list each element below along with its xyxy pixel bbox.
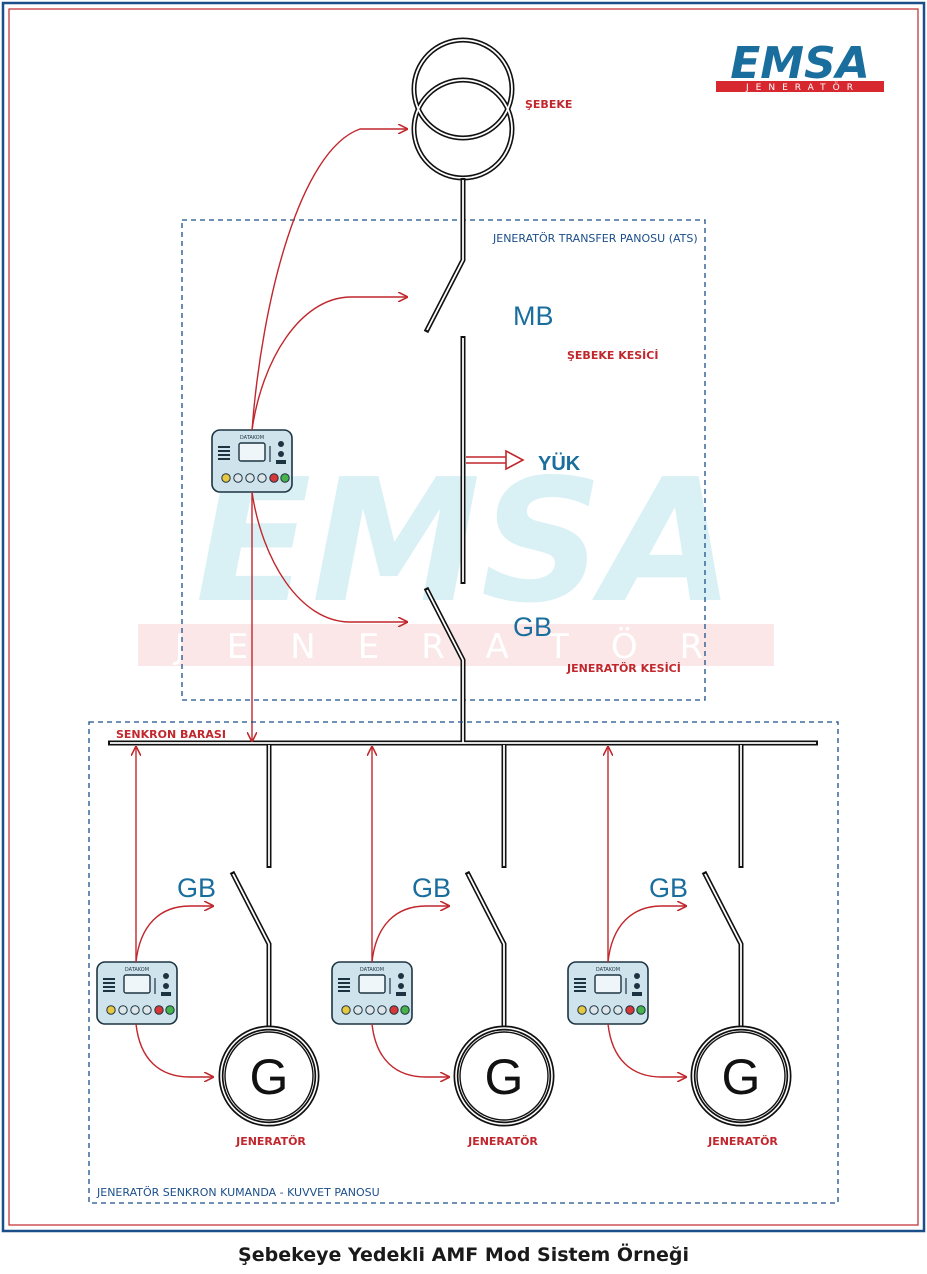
mains-breaker-label: ŞEBEKE KESİCİ [567,348,658,362]
outer-frame-red [8,8,919,1226]
load-arrow-icon [466,449,525,471]
gen2-symbol: G [485,1049,524,1105]
gen-breaker-label: JENERATÖR KESİCİ [566,661,681,675]
gen3-controller-icon [567,961,649,1025]
generator-unit-1: G GB JENERATÖR [96,747,320,1148]
sync-panel-frame [88,721,839,1204]
gen2-controller-icon [331,961,413,1025]
gen1-controller-icon [96,961,178,1025]
generator-unit-3: G GB JENERATÖR [567,747,792,1148]
grid-label: ŞEBEKE [525,98,572,111]
gen1-label: JENERATÖR [235,1134,306,1148]
watermark-sub: JENERATÖR [173,626,745,667]
load-label: YÜK [538,452,581,475]
ats-panel-frame [181,219,706,701]
sync-panel-label: JENERATÖR SENKRON KUMANDA - KUVVET PANOS… [96,1186,380,1199]
gen3-gb-label: GB [649,873,688,903]
gen3-symbol: G [722,1049,761,1105]
gen2-label: JENERATÖR [467,1134,538,1148]
grid-transformer-icon [411,37,515,181]
ats-panel-label: JENERATÖR TRANSFER PANOSU (ATS) [492,232,698,245]
gen1-symbol: G [250,1049,289,1105]
gen2-gb-label: GB [412,873,451,903]
logo-brand: EMSA [730,38,870,89]
gen3-label: JENERATÖR [707,1134,778,1148]
ats-signal-lines [252,129,407,741]
diagram-caption: Şebekeye Yedekli AMF Mod Sistem Örneği [238,1244,689,1266]
gen1-gb-label: GB [177,873,216,903]
logo-sub: JENERATÖR [745,82,860,93]
ats-controller-icon [211,429,293,493]
logo: EMSA JENERATÖR [716,38,884,93]
generator-unit-2: G GB JENERATÖR [331,747,555,1148]
gb-main-label: GB [513,612,552,642]
outer-frame-blue [1,1,926,1233]
mb-label: MB [513,301,554,331]
sync-bus-label: SENKRON BARASI [116,728,226,741]
